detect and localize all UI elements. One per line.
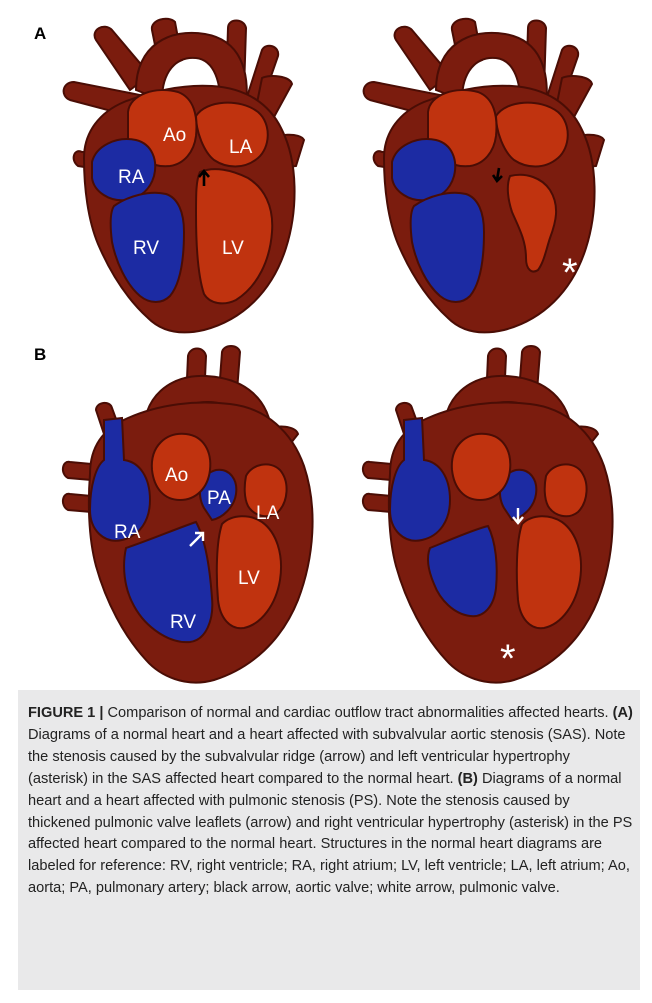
caption-b-text: Diagrams of a normal heart and a heart a… xyxy=(28,771,632,897)
label-rv-b: RV xyxy=(170,612,196,633)
caption-b-tag: (B) xyxy=(458,771,478,787)
caption-a-tag: (A) xyxy=(613,705,633,721)
label-la-b: LA xyxy=(256,503,280,524)
left-atrium-shape xyxy=(545,464,587,516)
caption-intro: Comparison of normal and cardiac outflow… xyxy=(103,705,612,721)
heart-diagrams-figure: RA RV Ao LA LV * RA RV Ao xyxy=(0,0,652,690)
label-ra-b: RA xyxy=(114,522,141,543)
heart-b-normal: RA RV Ao PA LA LV xyxy=(63,346,313,683)
label-lv-b: LV xyxy=(238,568,260,589)
figure-label: FIGURE 1 | xyxy=(28,705,103,721)
hypertrophy-asterisk-a: * xyxy=(562,251,578,295)
heart-a-sas: * xyxy=(364,19,604,333)
right-atrium-shape xyxy=(392,139,455,200)
figure-caption: FIGURE 1 | Comparison of normal and card… xyxy=(28,703,633,900)
label-ao-a: Ao xyxy=(163,125,186,146)
label-pa-b: PA xyxy=(207,488,231,509)
heart-a-normal: RA RV Ao LA LV xyxy=(64,19,304,333)
label-rv-a: RV xyxy=(133,238,159,259)
heart-b-ps: * xyxy=(363,346,613,683)
label-la-a: LA xyxy=(229,137,253,158)
hypertrophy-asterisk-b: * xyxy=(500,637,516,681)
label-ra-a: RA xyxy=(118,167,145,188)
aorta-shape xyxy=(452,434,510,500)
label-ao-b: Ao xyxy=(165,465,188,486)
label-lv-a: LV xyxy=(222,238,244,259)
